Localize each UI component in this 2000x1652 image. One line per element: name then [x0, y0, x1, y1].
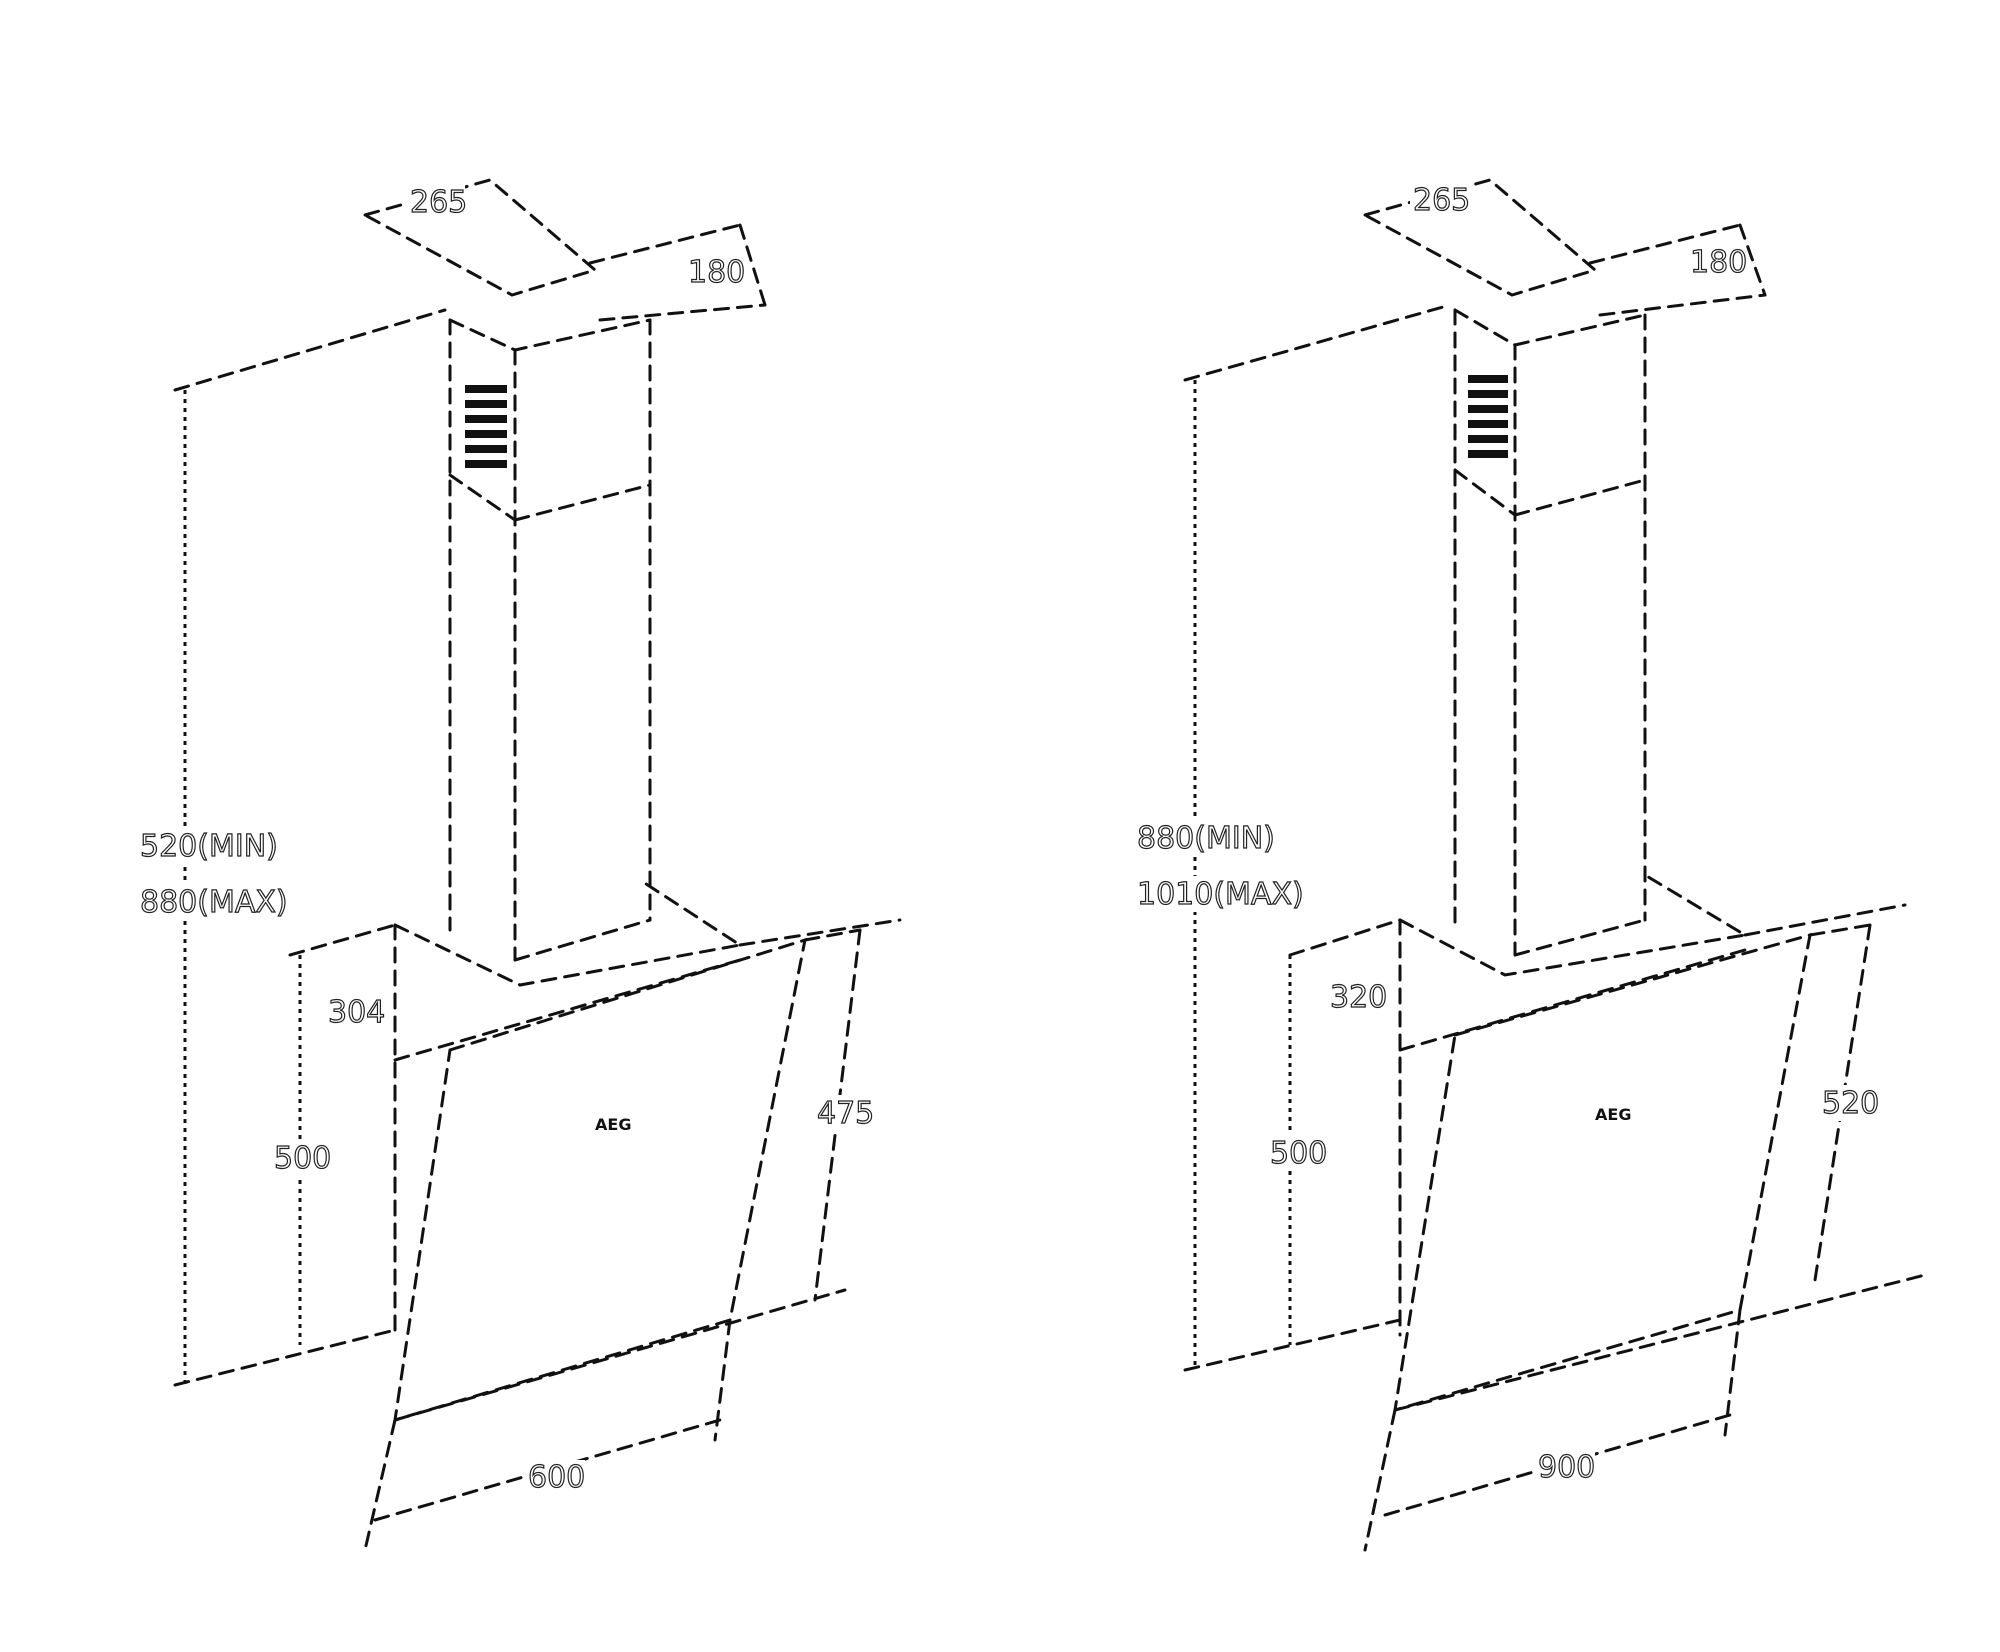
- cap-depth-line-3: [598, 303, 767, 322]
- vent-grille: [465, 385, 507, 468]
- dim-top-depth: 180: [1690, 245, 1747, 280]
- control-mark: AEG: [1595, 1105, 1631, 1124]
- dim-total-height-min: 880(MIN): [1137, 821, 1275, 856]
- chimney-joint-2: [448, 473, 517, 522]
- range-hood-drawing-left: AEG: [173, 178, 902, 1552]
- dim-panel-width: 600: [528, 1460, 585, 1495]
- cap-depth-line-2: [738, 223, 767, 307]
- dim-top-width: 265: [410, 185, 467, 220]
- total-height-top-ext: [173, 308, 447, 392]
- dim-panel-height: 520: [1822, 1086, 1879, 1121]
- panel-right-ext: [1808, 923, 1872, 937]
- dimension-labels-right: 265 180 880(MIN) 1010(MAX) 320 500 520 9…: [1135, 182, 1880, 1486]
- chimney-bottom: [1513, 918, 1647, 957]
- panel-width-ext-r: [713, 1318, 732, 1442]
- dim-top-depth: 180: [688, 255, 745, 290]
- cap-depth-line-2: [1738, 223, 1767, 297]
- chimney-cap-outline: [1363, 178, 1599, 297]
- hood-depth-ext: [288, 923, 397, 957]
- dimension-labels-left: 265 180 520(MIN) 880(MAX) 304 500 475 60…: [139, 184, 874, 1495]
- total-height-bottom-ext: [1183, 1318, 1402, 1372]
- dim-front-height: 500: [274, 1141, 331, 1176]
- control-mark: AEG: [595, 1115, 631, 1134]
- dim-panel-width: 900: [1538, 1450, 1595, 1485]
- panel-width-ext-l: [363, 1418, 397, 1552]
- chimney-joint: [513, 483, 652, 522]
- chimney-bottom: [513, 918, 652, 962]
- panel-bottom-ext: [1393, 1273, 1927, 1412]
- glass-panel: [1393, 932, 1812, 1413]
- chimney-joint-2: [1453, 468, 1517, 517]
- dim-hood-depth: 304: [328, 995, 385, 1030]
- panel-width-ext-l: [1363, 1408, 1397, 1552]
- chimney-joint: [1513, 478, 1647, 517]
- hood-top-ext: [1743, 903, 1907, 937]
- panel-width-dim: [373, 1418, 722, 1522]
- range-hood-drawing-right: AEG: [1183, 178, 1927, 1552]
- hood-depth-ext: [1288, 918, 1402, 957]
- dim-total-height-min: 520(MIN): [140, 829, 278, 864]
- dim-total-height-max: 1010(MAX): [1137, 877, 1304, 912]
- panel-width-dim: [1383, 1413, 1732, 1517]
- dim-panel-height: 475: [817, 1096, 874, 1131]
- chimney-upper-outline: [1453, 308, 1647, 347]
- dim-hood-depth: 320: [1330, 980, 1387, 1015]
- vent-grille: [1468, 375, 1508, 458]
- glass-panel: [393, 937, 807, 1423]
- total-height-bottom-ext: [173, 1328, 397, 1387]
- hood-base-top: [393, 878, 744, 987]
- dim-total-height-max: 880(MAX): [140, 885, 288, 920]
- panel-slant-ext: [1813, 923, 1872, 1282]
- cap-depth-line: [588, 223, 742, 265]
- total-height-top-ext: [1183, 303, 1452, 382]
- chimney-upper-outline: [448, 318, 652, 352]
- cap-depth-line-3: [1598, 293, 1767, 317]
- hood-base-top: [1398, 873, 1750, 977]
- panel-right-ext: [803, 928, 862, 942]
- panel-width-ext-r: [1723, 1308, 1742, 1437]
- panel-bottom-ext: [393, 1288, 847, 1422]
- cap-depth-line: [1588, 223, 1742, 265]
- dim-front-height: 500: [1270, 1136, 1327, 1171]
- hood-top-ext: [738, 918, 902, 947]
- chimney-cap-outline: [363, 178, 599, 297]
- dim-top-width: 265: [1413, 183, 1470, 218]
